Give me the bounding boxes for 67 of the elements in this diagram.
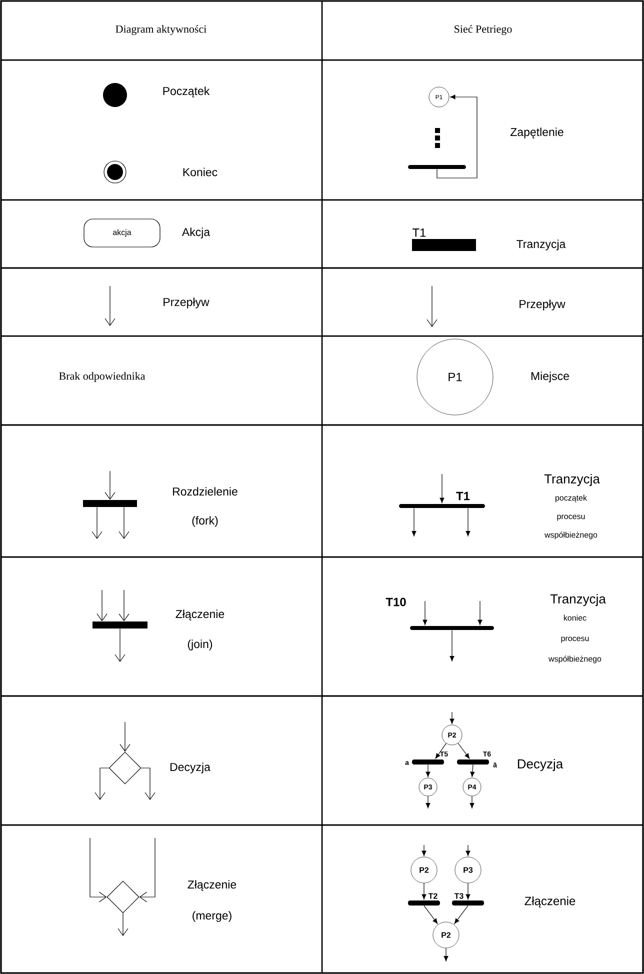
symbol-label: Zapętlenie: [510, 128, 564, 138]
arrow: [478, 600, 482, 625]
transition-label: T3: [454, 893, 464, 899]
initial-node: [103, 83, 127, 107]
merge-diamond: [106, 880, 140, 914]
symbol-label: Tranzycja: [550, 594, 606, 606]
final-node: [104, 160, 126, 184]
arrow: [450, 712, 454, 724]
symbol-label: Decyzja: [518, 758, 564, 772]
synchronization-bar: [83, 500, 137, 507]
arrow: [424, 905, 438, 924]
symbol-label: Przepływ: [164, 298, 210, 308]
symbol-label: Decyzja: [170, 762, 210, 774]
arrow: [104, 470, 116, 500]
action-box: akcja: [84, 218, 160, 248]
arrow: [426, 796, 430, 808]
symbol-label: Akcja: [182, 228, 210, 238]
column-header: Sieć Petriego: [454, 25, 512, 36]
arrow: [470, 796, 474, 808]
loop-arrow: [436, 94, 478, 178]
symbol-label: Rozdzielenie (fork): [173, 487, 238, 527]
arrow: [435, 743, 446, 759]
arrow: [118, 506, 130, 539]
arrow: [94, 768, 109, 800]
arrow: [412, 508, 416, 536]
arrow: [141, 768, 156, 800]
symbol-label: Miejsce: [531, 372, 569, 382]
arrow: [139, 838, 156, 902]
arrow: [90, 838, 107, 902]
column-header: Diagram aktywności: [116, 25, 206, 36]
arrow: [92, 506, 102, 539]
arrow: [422, 600, 428, 625]
synchronization-bar: [92, 622, 148, 628]
arrow: [422, 844, 426, 856]
arrow: [450, 630, 454, 662]
arrow: [118, 913, 128, 936]
arrow: [466, 508, 470, 536]
symbol-label: Brak odpowiednika: [59, 372, 146, 382]
arrow: [114, 628, 126, 662]
arrow: [120, 722, 130, 752]
arrow: [426, 764, 430, 777]
symbol-label: Koniec: [183, 168, 218, 176]
symbol-label: Tranzycja: [544, 474, 600, 486]
symbol-label: Złączenie: [524, 896, 576, 908]
transition-label: T1: [412, 228, 426, 237]
arrow: [440, 474, 444, 503]
transition-label: T2: [428, 893, 438, 899]
symbol-label: Złączenie (merge): [188, 880, 236, 922]
symbol-label: Tranzycja: [516, 240, 566, 250]
arrow: [466, 844, 470, 856]
transition-bar: [408, 165, 466, 169]
arrow: [96, 590, 108, 622]
symbol-label: Początek: [163, 86, 210, 98]
arrow: [422, 882, 426, 900]
arrow: [118, 590, 130, 622]
symbol-label: Przepływ: [520, 300, 566, 310]
arrow: [470, 764, 475, 777]
symbol-label: początek procesu współbieżnego: [544, 494, 598, 540]
arrow: [458, 742, 470, 759]
arrow: [454, 905, 468, 924]
symbol-label: koniec procesu współbieżnego: [548, 614, 602, 664]
decision-diamond: [108, 752, 142, 784]
symbol-label: Złączenie (join): [176, 610, 224, 650]
arrow: [444, 948, 448, 962]
transition-label: T10: [386, 598, 406, 606]
transition-label: T1: [456, 492, 470, 500]
arrow: [466, 882, 470, 900]
